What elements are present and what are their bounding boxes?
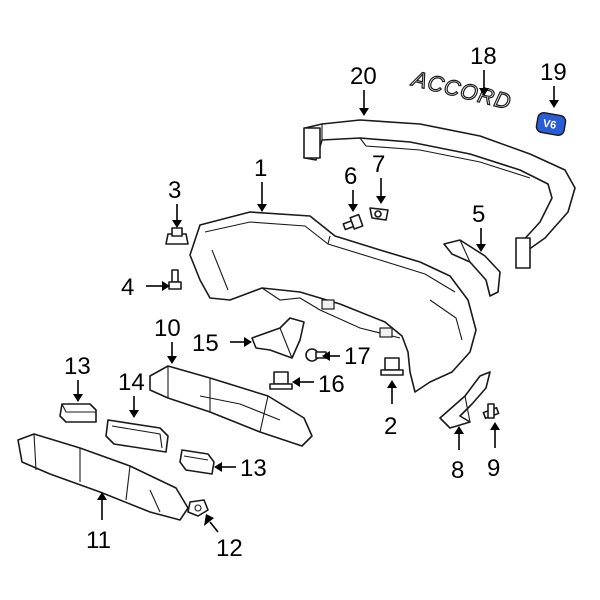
leader-18 [479,70,489,96]
callout-20: 20 [350,63,377,90]
leader-6 [348,190,358,212]
leader-15-arrowhead [244,337,252,347]
leader-4-arrowhead [162,281,170,291]
leader-13a [73,380,83,402]
leader-18-arrowhead [479,88,489,96]
callout-9: 9 [487,455,500,482]
callout-2: 2 [384,413,397,440]
leader-2-arrowhead [387,380,397,388]
leader-1-arrowhead [257,204,267,212]
leader-15 [230,337,252,347]
part-5-side-bracket [443,239,501,297]
cover-tab-left [321,299,335,310]
callout-labels: 1 2 3 4 5 6 7 8 9 10 11 12 13 13 14 15 1… [64,43,567,562]
part-15-center-bracket [251,317,305,359]
part-10-absorber [149,365,313,447]
leader-17 [322,351,340,361]
part-8-lower-bracket [439,371,491,429]
beam-right-bracket [515,237,531,269]
leader-17-arrowhead [322,351,330,361]
part-6-bolt [342,213,364,231]
leader-9 [490,422,500,448]
cover-tab-right [379,327,393,338]
leader-1 [257,182,267,212]
leader-14 [129,396,139,418]
part-1-bumper-cover [189,211,477,393]
callout-13-right: 13 [240,455,267,482]
v6-badge-plate [535,111,567,137]
part-18-accord-emblem: ACCORD [407,65,515,115]
callout-15: 15 [192,330,219,357]
leader-3 [172,204,182,228]
callout-13-left: 13 [64,353,91,380]
leader-11-arrowhead [97,492,107,500]
leader-20 [359,90,369,116]
leader-3-arrowhead [172,220,182,228]
leader-20-arrowhead [359,108,369,116]
leader-16 [292,377,314,387]
part-19-v6-badge: V6 [535,111,567,137]
part-2-push-clip [380,357,404,376]
leader-8-arrowhead [454,426,464,434]
callout-10: 10 [154,315,181,342]
part-13-spacer-left [59,403,97,423]
callout-3: 3 [168,177,181,204]
leader-16-arrowhead [292,377,300,387]
v6-badge-text: V6 [542,118,557,132]
leader-13b [214,462,236,472]
callout-4: 4 [121,274,134,301]
callout-8: 8 [451,457,464,484]
callout-19: 19 [540,59,567,86]
leader-8 [454,426,464,450]
leader-10 [167,342,177,364]
callout-5: 5 [472,201,485,228]
part-13-spacer-right [179,449,215,475]
leader-5 [476,228,486,252]
leader-19 [549,86,559,108]
leader-12 [204,514,219,533]
part-14-spacer-pad [105,419,169,453]
callout-14: 14 [118,369,145,396]
part-7-clip [369,207,389,221]
leader-lines [73,70,559,533]
leader-10-arrowhead [167,356,177,364]
leader-13a-arrowhead [73,394,83,402]
leader-9-arrowhead [490,422,500,430]
leader-14-arrowhead [129,410,139,418]
leader-12-arrowhead [204,514,214,526]
callout-16: 16 [318,371,345,398]
callout-17: 17 [344,343,371,370]
leader-6-arrowhead [348,204,358,212]
beam-left-bracket [303,127,321,159]
part-17-clip [305,348,327,362]
callout-7: 7 [372,151,385,178]
accord-emblem: ACCORD [408,65,514,114]
part-4-screw [168,269,182,290]
part-20-reinforcement-beam [303,119,576,269]
callout-12: 12 [216,535,243,562]
leader-13b-arrowhead [214,462,222,472]
part-16-push-clip [269,371,293,390]
leader-4 [146,281,170,291]
leader-2 [387,380,397,404]
leader-7-arrowhead [376,196,386,204]
part-9-screw [482,403,500,420]
leader-19-arrowhead [549,100,559,108]
callout-18: 18 [470,43,497,70]
leader-7 [376,178,386,204]
leader-5-arrowhead [476,244,486,252]
part-11-lower-absorber [17,433,189,521]
callout-6: 6 [344,163,357,190]
callout-11: 11 [86,527,111,554]
callout-1: 1 [254,155,267,182]
leader-11 [97,492,107,520]
part-3-clip [165,227,189,245]
part-12-nut [187,499,209,517]
